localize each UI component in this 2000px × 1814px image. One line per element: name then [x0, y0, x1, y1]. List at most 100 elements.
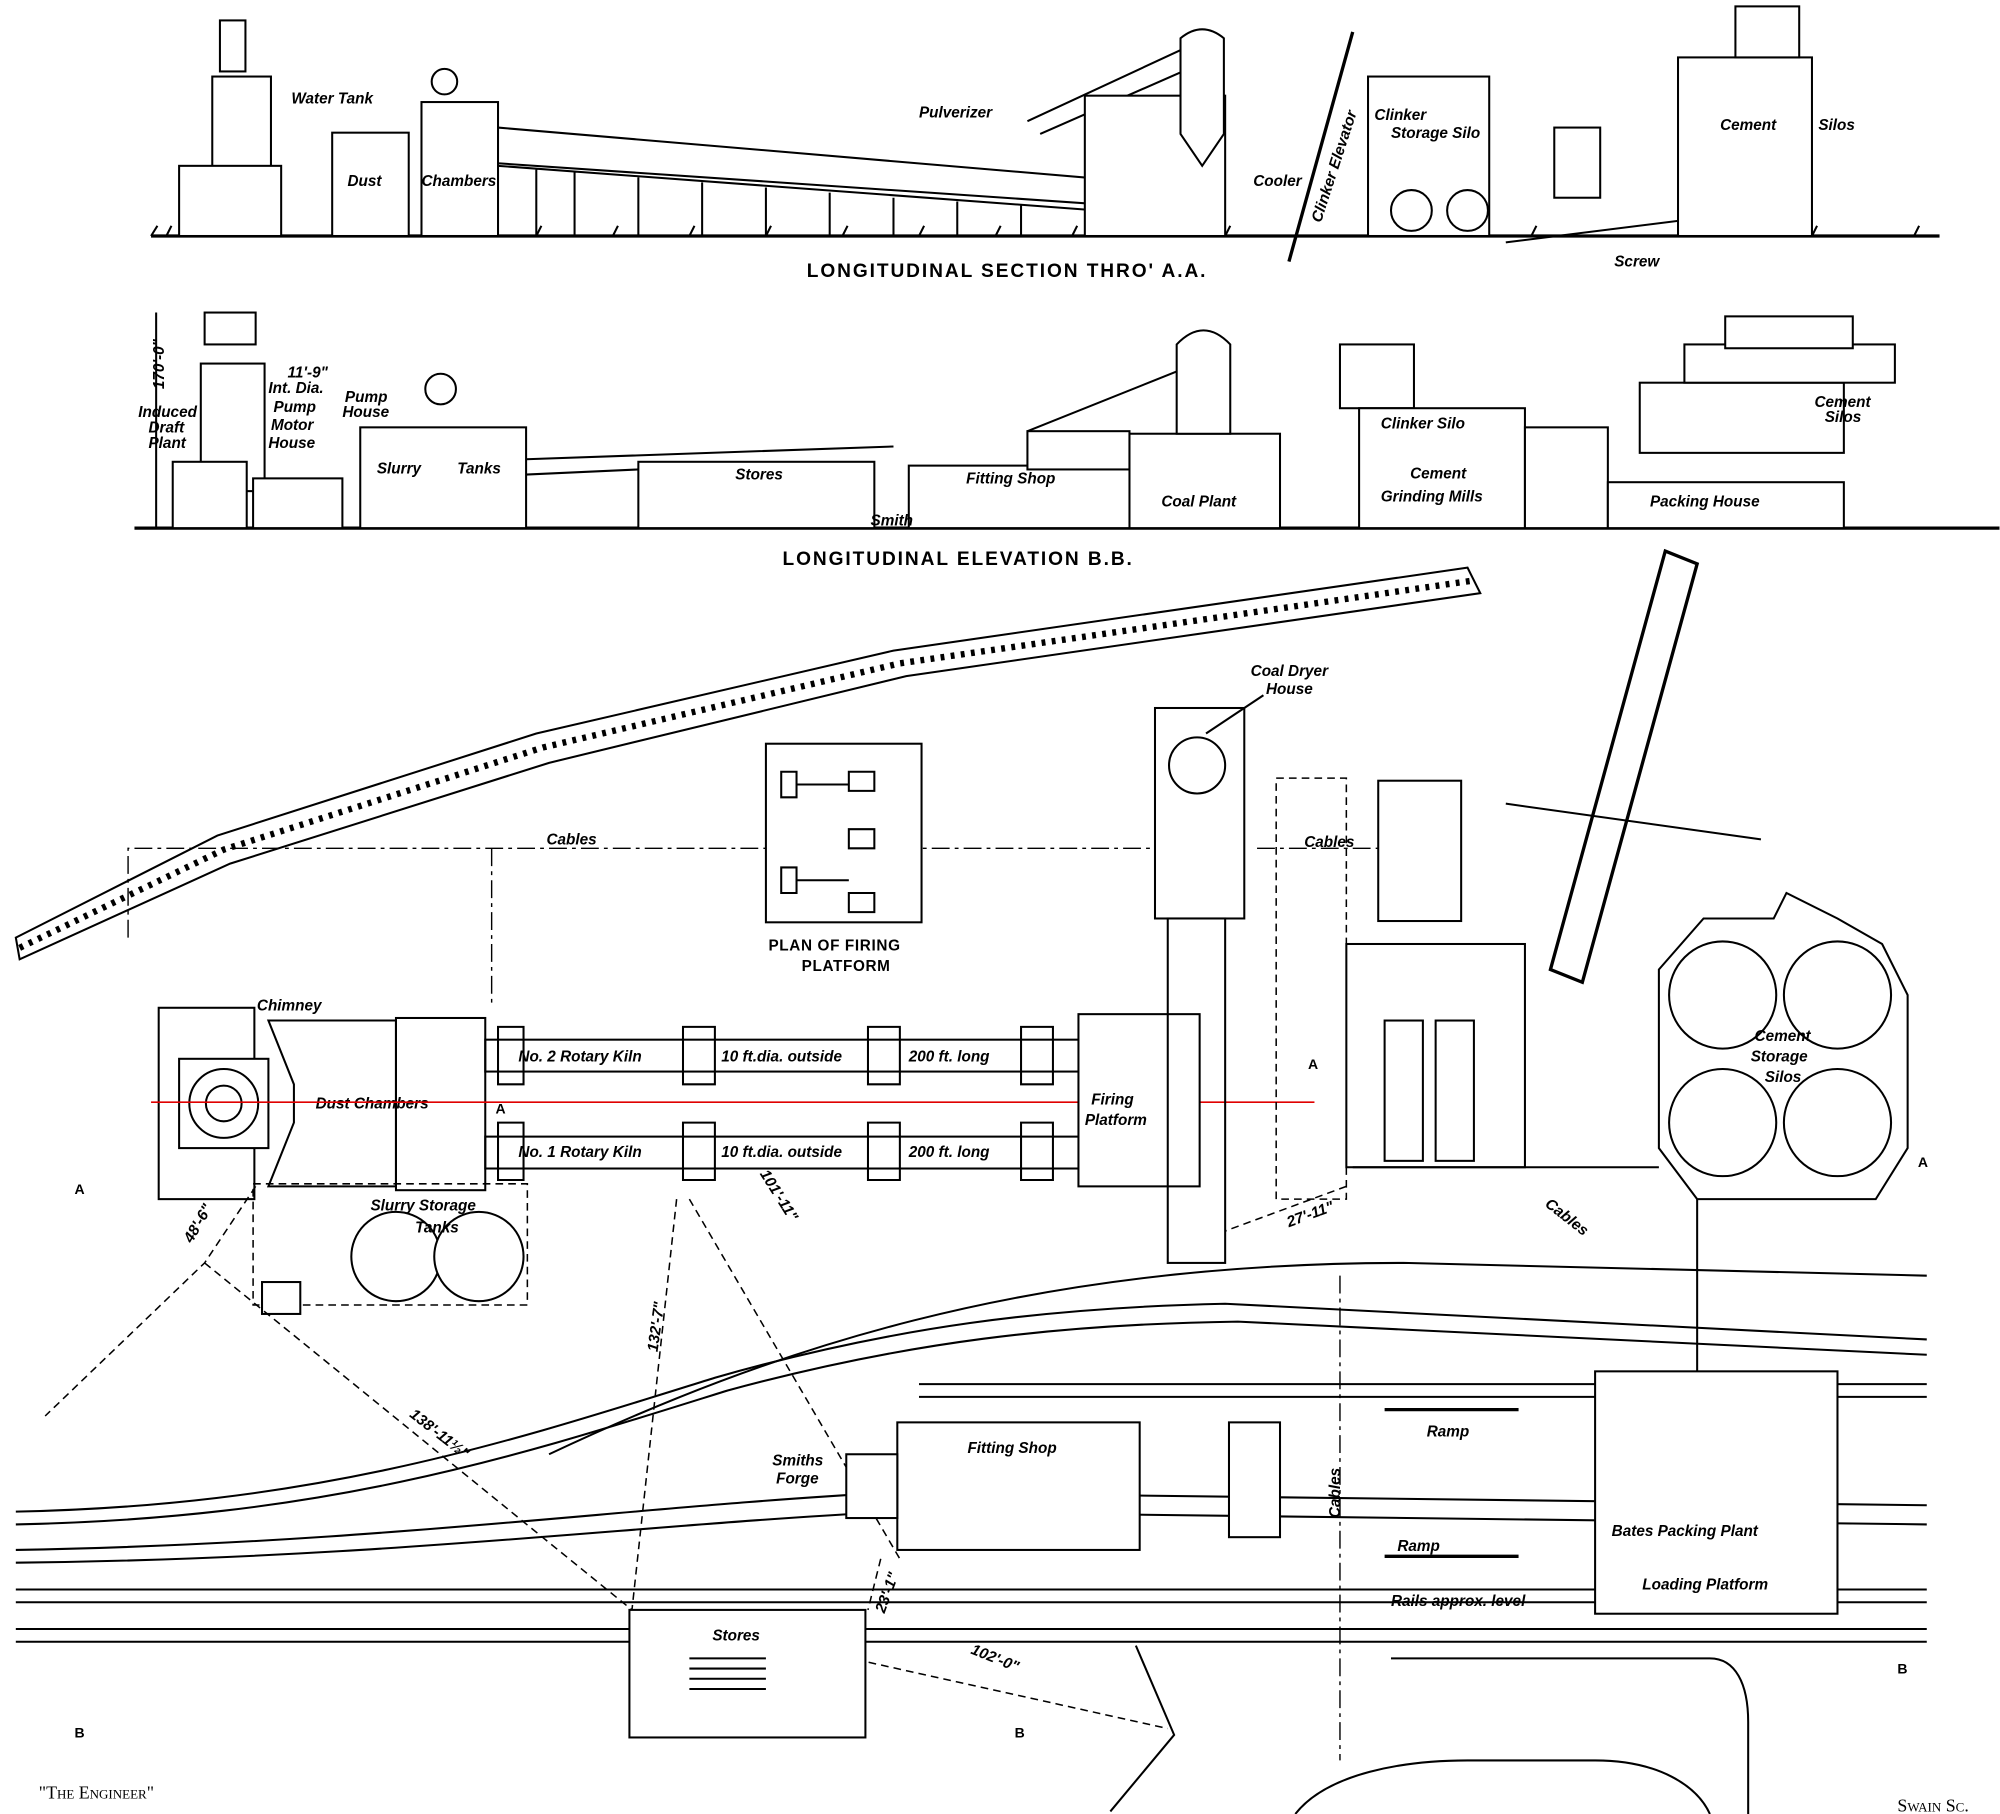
stores-building: [637, 460, 876, 530]
coal-silo-elevation: [1175, 329, 1232, 435]
smiths-forge-plan: [845, 1453, 899, 1520]
label-forge: Forge: [776, 1471, 819, 1488]
firing-platform: [1077, 1013, 1201, 1188]
label-kiln-2-dia: 10 ft.dia. outside: [721, 1048, 842, 1065]
label-pump-h: Pump: [345, 389, 388, 406]
kiln-feed-end: [394, 1016, 487, 1192]
rail-siding: [548, 1261, 1927, 1456]
label-stores-plan: Stores: [712, 1628, 760, 1645]
label-slurry-2: Tanks: [415, 1219, 459, 1236]
label-cement-storage-3: Silos: [1765, 1069, 1802, 1086]
label-grinding-mills: Grinding Mills: [1381, 488, 1483, 505]
marker-b-left: B: [75, 1724, 85, 1740]
rail-track: [15, 1302, 1927, 1513]
coal-conveyor-plan: [1166, 917, 1227, 1264]
kiln-supports: [497, 164, 1098, 236]
firing-plan-details: [780, 770, 876, 914]
label-fitting-shop-plan: Fitting Shop: [967, 1440, 1056, 1457]
kiln-section: [497, 126, 1099, 206]
packing-upper: [1638, 381, 1845, 454]
label-cement-storage-1: Cement: [1755, 1028, 1812, 1045]
label-cables-1: Cables: [547, 831, 597, 848]
chimney-base: [178, 1057, 270, 1150]
label-dust: Dust: [347, 173, 382, 190]
stores-racks: [689, 1657, 766, 1691]
marker-a-left: A: [75, 1181, 85, 1197]
label-kiln-1-dia: 10 ft.dia. outside: [721, 1144, 842, 1161]
label-kiln-2: No. 2 Rotary Kiln: [518, 1048, 641, 1065]
loading-platform-area: [1594, 1370, 1839, 1615]
label-stores: Stores: [735, 467, 783, 484]
coal-hopper: [1179, 28, 1225, 168]
cement-silos-building: [1676, 56, 1813, 238]
label-chambers: Chambers: [421, 173, 496, 190]
label-screw: Screw: [1614, 254, 1660, 271]
label-coal-plant: Coal Plant: [1161, 493, 1237, 510]
label-kiln-1-length: 200 ft. long: [908, 1144, 990, 1161]
coal-dryer: [1168, 736, 1227, 795]
label-plant: Plant: [148, 435, 186, 452]
coal-conveyor-elevation: [1027, 368, 1181, 433]
slurry-tank: [433, 1210, 525, 1303]
longitudinal-elevation: 170'-0" 11'-9" Int. Dia. Induced Draft P…: [134, 311, 2000, 570]
label-house: House: [268, 435, 315, 452]
clinker-silo-building: [1367, 75, 1491, 238]
dim-48-6: 48'-6": [180, 1201, 216, 1247]
dim-132-7: 132'-7": [645, 1300, 669, 1353]
rail-track: [15, 1491, 1927, 1551]
label-house-h: House: [342, 404, 389, 421]
label-bates-packing: Bates Packing Plant: [1612, 1523, 1759, 1540]
dust-chambers-building: [420, 101, 500, 238]
fitting-shop-plan: [896, 1421, 1141, 1551]
label-loading-platform: Loading Platform: [1642, 1576, 1768, 1593]
coal-plant-roof: [1026, 430, 1131, 471]
label-clinker: Clinker: [1374, 107, 1427, 124]
label-induced: Induced: [138, 404, 197, 421]
marker-a-kiln: A: [495, 1101, 505, 1117]
rail-track: [15, 1588, 1927, 1643]
elevator-tower: [1338, 343, 1415, 410]
fitting-shop-building: [907, 464, 1146, 530]
label-kiln-1: No. 1 Rotary Kiln: [518, 1144, 641, 1161]
label-cement-silos-2: Silos: [1825, 409, 1862, 426]
label-dust-chambers: Dust Chambers: [316, 1096, 429, 1113]
dim-height: 170'-0": [151, 338, 168, 389]
label-fitting-shop: Fitting Shop: [966, 470, 1055, 487]
label-pump: Pump: [274, 399, 317, 416]
label-silos: Silos: [1818, 117, 1855, 134]
mill-wheel: [1389, 189, 1433, 232]
dim-101-11: 101'-11": [756, 1167, 801, 1225]
label-cement: Cement: [1720, 117, 1777, 134]
marker-b-mid: B: [1015, 1724, 1025, 1740]
label-smith: Smith: [871, 513, 913, 530]
chimney-top-elevation: [203, 311, 257, 346]
site-plan: Cables Cables PLAN OF FIRING PLATFORM Ch…: [14, 548, 1928, 1814]
label-rails-level: Rails approx. level: [1391, 1593, 1526, 1610]
coal-dryer-house: [1153, 706, 1246, 920]
label-cables-4: Cables: [1327, 1468, 1344, 1518]
label-cement-silos-1: Cement: [1815, 394, 1872, 411]
label-packing-house: Packing House: [1650, 493, 1760, 510]
pump-house-plan: [261, 1281, 302, 1315]
label-cement: Cement: [1410, 465, 1467, 482]
label-slurry: Slurry: [377, 460, 423, 477]
clinker-conveyor-plan: [1548, 548, 1700, 985]
label-tanks: Tanks: [457, 460, 501, 477]
cable-route: [127, 847, 1226, 1008]
silo: [1782, 940, 1893, 1050]
label-pulverizer: Pulverizer: [919, 104, 993, 121]
hopper-tower: [1553, 126, 1602, 199]
marker-a-mill: A: [1308, 1056, 1318, 1072]
slurry-area: [252, 1183, 529, 1306]
embankment-hatch: [18, 577, 1475, 951]
label-firing-plan-1: PLAN OF FIRING: [768, 937, 900, 954]
rail-track: [15, 1510, 1927, 1564]
packing-house: [1606, 481, 1845, 530]
rail-track: [15, 1320, 1927, 1526]
label-coal-dryer-2: House: [1266, 681, 1313, 698]
label-storage-silo: Storage Silo: [1391, 125, 1480, 142]
label-slurry-1: Slurry Storage: [370, 1198, 476, 1215]
roads: [1109, 1645, 1750, 1814]
chimney-top: [218, 19, 247, 73]
